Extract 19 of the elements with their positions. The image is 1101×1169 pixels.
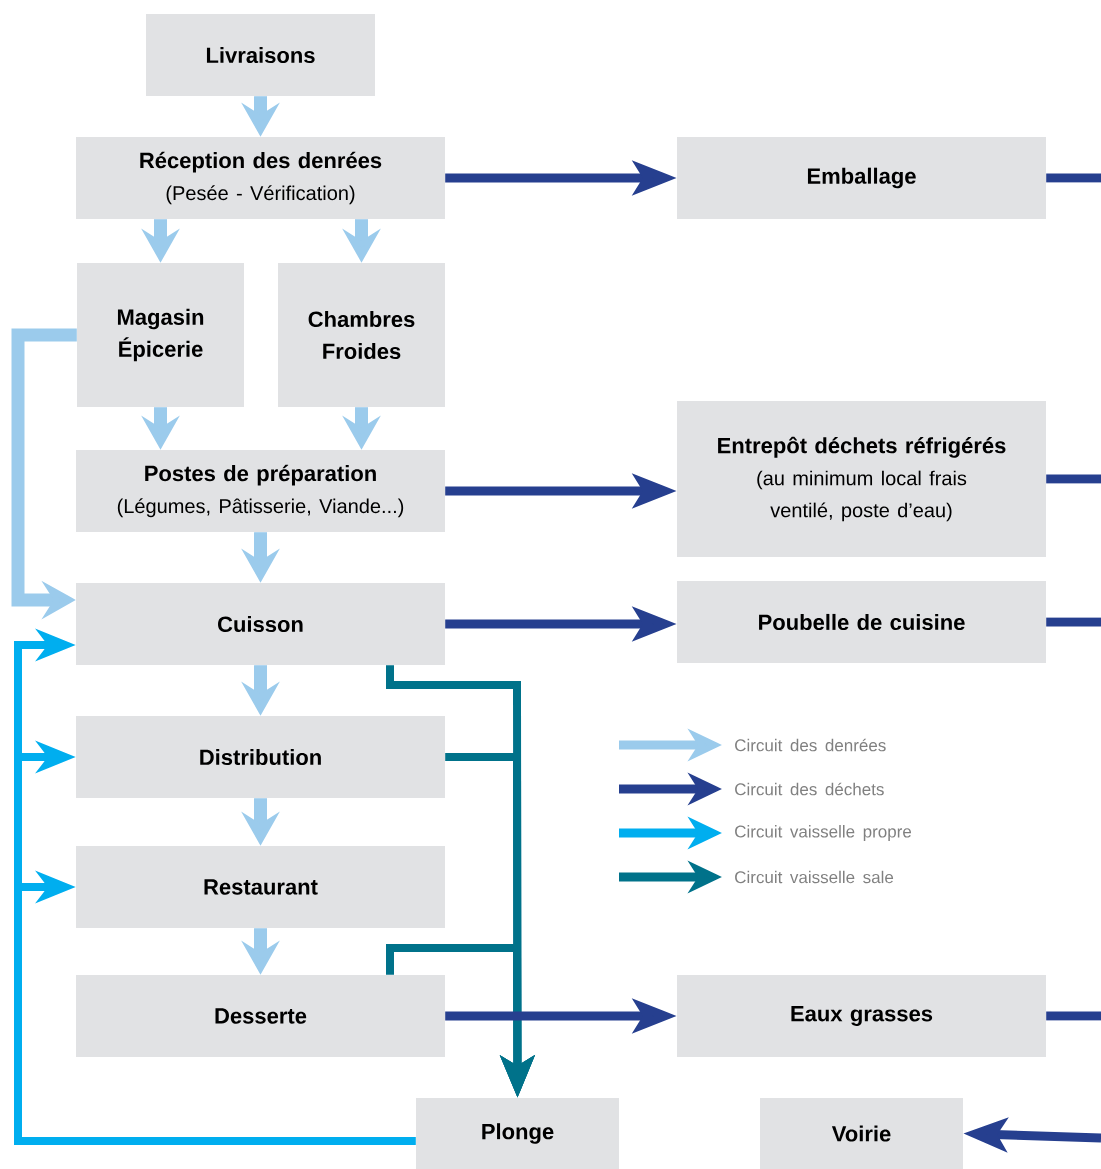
legend-label: Circuit des déchets xyxy=(735,782,884,796)
process-box: Distribution xyxy=(76,716,445,798)
process-box: Chambres Froides xyxy=(278,263,445,407)
process-box: Restaurant xyxy=(76,846,445,928)
process-box: Desserte xyxy=(76,975,445,1057)
process-box: Postes de préparation (Légumes, Pâtisserie, Viande...) xyxy=(76,450,445,532)
process-box: Cuisson xyxy=(76,583,445,665)
legend-label: Circuit des denrées xyxy=(735,738,886,752)
process-box: Entrepôt déchets réfrigérés (au minimum local frais ventilé, poste d’eau) xyxy=(677,401,1046,557)
process-box: Magasin Épicerie xyxy=(77,263,244,407)
process-box: Livraisons xyxy=(146,14,375,96)
process-box: Poubelle de cuisine xyxy=(677,581,1046,663)
process-box: Eaux grasses xyxy=(677,975,1046,1057)
process-box: Plonge xyxy=(416,1098,619,1169)
legend-label: Circuit vaisselle propre xyxy=(735,825,912,841)
process-box: Réception des denrées (Pesée - Vérification) xyxy=(76,137,445,219)
process-box: Emballage xyxy=(677,137,1046,219)
process-box: Voirie xyxy=(760,1098,963,1169)
legend-label: Circuit vaisselle sale xyxy=(735,870,894,884)
